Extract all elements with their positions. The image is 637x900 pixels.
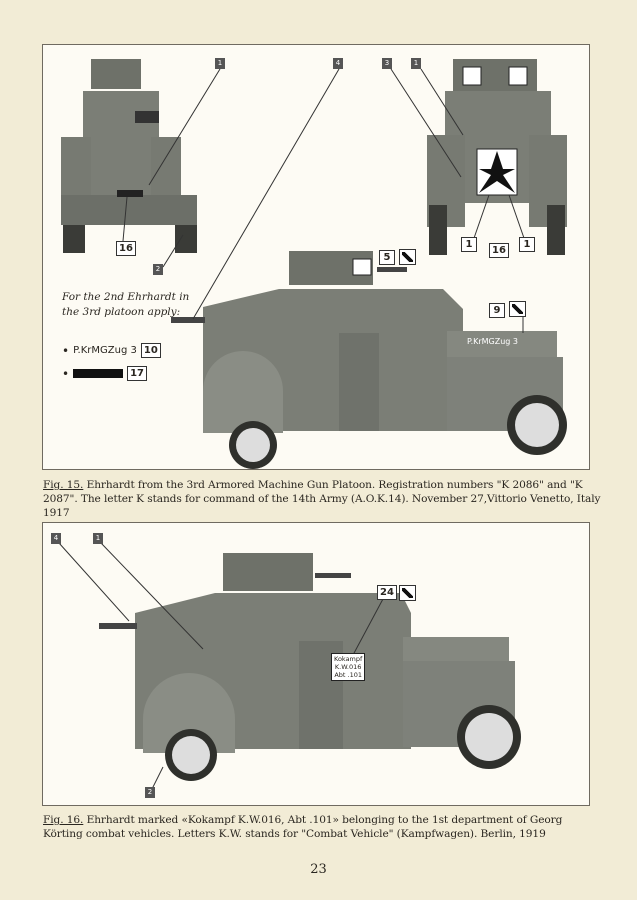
apply-row-1: • P.KrMGZug 3 10 <box>62 343 161 358</box>
callout-5: 5 <box>379 250 395 265</box>
callout-4-fig16: 4 <box>51 533 61 544</box>
decal-icon <box>399 249 416 265</box>
figure-16-caption: Fig. 16. Ehrhardt marked «Kokampf K.W.01… <box>43 813 603 841</box>
callout-1-front: 1 <box>411 58 421 69</box>
side-view-vehicle-2 <box>99 553 521 781</box>
figure-16-ref: Fig. 16. <box>43 814 84 826</box>
page-number: 23 <box>310 862 327 877</box>
figure-15-ref: Fig. 15. <box>43 479 84 491</box>
vehicle-marking: Kokampf K.W.016 Abt .101 <box>331 653 366 681</box>
figure-16-illustration <box>58 542 521 792</box>
callout-2: 2 <box>153 264 163 275</box>
callout-10: 10 <box>140 343 161 358</box>
callout-3: 3 <box>382 58 392 69</box>
marking-line-1: Kokampf <box>334 655 363 663</box>
callout-2-fig16: 2 <box>145 787 155 798</box>
bullet-icon: • <box>62 343 70 358</box>
side-view-vehicle <box>171 251 567 469</box>
callout-24: 24 <box>377 585 397 600</box>
vehicle-plate-text: P.KrMGZug 3 <box>467 337 519 346</box>
figure-16-caption-text: Ehrhardt marked «Kokampf K.W.016, Abt .1… <box>43 814 563 840</box>
marking-line-2: K.W.016 <box>334 663 362 671</box>
decal-icon <box>509 301 526 317</box>
callout-16-front: 16 <box>489 243 509 258</box>
black-plate <box>73 369 124 378</box>
apply-row-2: • 17 <box>62 366 147 381</box>
callout-1-front-right: 1 <box>519 237 535 252</box>
callout-1-fig16: 1 <box>93 533 103 544</box>
apply-plate-text: P.KrMGZug 3 <box>73 345 137 356</box>
decal-icon <box>399 585 416 601</box>
figure-15-leaders <box>122 68 526 333</box>
marking-line-3: Abt .101 <box>334 671 362 679</box>
bullet-icon: • <box>62 366 70 381</box>
callout-16-rear: 16 <box>116 241 136 256</box>
front-view-vehicle <box>427 59 567 255</box>
callout-1-rear: 1 <box>215 58 225 69</box>
callout-9: 9 <box>489 303 505 318</box>
figure-16-panel: 4 1 24 2 Kokampf K.W.016 Abt .101 <box>42 522 590 806</box>
figure-15-panel: 1 4 3 1 16 2 1 16 1 5 9 P.KrMGZug 3 <box>42 44 590 470</box>
figure-15-caption-text: Ehrhardt from the 3rd Armored Machine Gu… <box>43 479 601 519</box>
rear-view-vehicle <box>61 59 197 253</box>
figure-16-leaders <box>58 542 384 792</box>
figure-15-illustration <box>61 59 567 469</box>
callout-4: 4 <box>333 58 343 69</box>
callout-17: 17 <box>127 366 147 381</box>
platoon-note: For the 2nd Ehrhardt in the 3rd platoon … <box>62 291 190 318</box>
figure-15-caption: Fig. 15. Ehrhardt from the 3rd Armored M… <box>43 478 603 520</box>
callout-1-front-left: 1 <box>461 237 477 252</box>
